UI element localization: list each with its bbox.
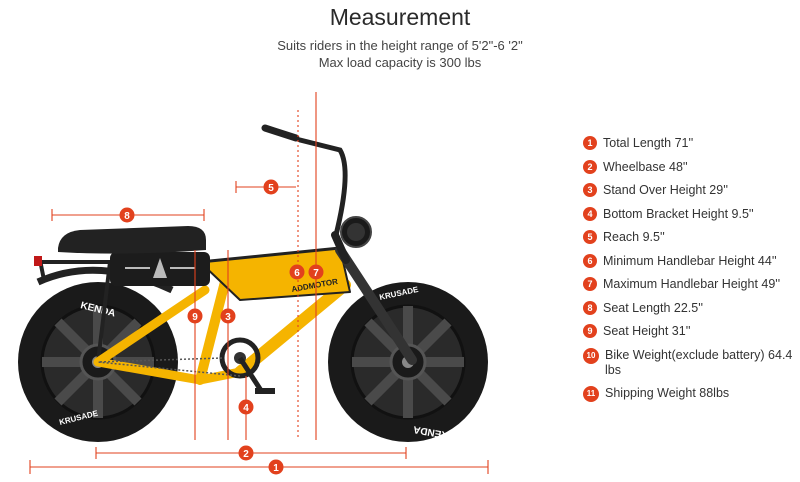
legend-item-shipping-weight: 11 Shipping Weight 88lbs: [583, 386, 793, 402]
legend-label: Stand Over Height 29'': [603, 183, 728, 197]
legend-badge: 5: [583, 230, 597, 244]
legend-item-seat-length: 8 Seat Length 22.5'': [583, 300, 793, 316]
legend-label: Minimum Handlebar Height 44'': [603, 253, 777, 268]
legend-label: Shipping Weight 88lbs: [605, 386, 730, 400]
legend-label: Seat Height 31'': [603, 324, 691, 338]
legend-item-bottom-bracket-height: 4 Bottom Bracket Height 9.5'': [583, 206, 793, 222]
subtitle-rider-height: Suits riders in the height range of 5'2"…: [277, 38, 523, 53]
legend-label: Bottom Bracket Height 9.5'': [603, 206, 754, 221]
legend-label: Reach 9.5'': [603, 230, 665, 244]
badge-2: 2: [238, 445, 254, 461]
legend-label: Wheelbase 48'': [603, 159, 688, 174]
measurement-legend: 1 Total Length 71'' 2 Wheelbase 48'' 3 Stan…: [583, 136, 793, 411]
svg-text:9: 9: [192, 312, 198, 323]
svg-text:8: 8: [124, 211, 130, 222]
measurement-badges: 1 2 3 4 5 6 7 8 9: [119, 179, 324, 475]
badge-5: 5: [263, 179, 279, 195]
legend-item-min-handlebar-height: 6 Minimum Handlebar Height 44'': [583, 253, 793, 269]
legend-label: Maximum Handlebar Height 49'': [603, 277, 781, 291]
badge-1: 1: [268, 459, 284, 475]
svg-text:7: 7: [313, 268, 319, 279]
svg-text:6: 6: [294, 268, 300, 279]
badge-4: 4: [238, 399, 254, 415]
legend-badge: 9: [583, 324, 597, 338]
badge-6: 6: [289, 264, 305, 280]
legend-badge: 2: [583, 159, 597, 174]
page-title: Measurement: [329, 4, 471, 30]
legend-item-total-length: 1 Total Length 71'': [583, 136, 793, 151]
legend-item-seat-height: 9 Seat Height 31'': [583, 324, 793, 339]
subtitle-max-load: Max load capacity is 300 lbs: [318, 55, 482, 70]
legend-item-wheelbase: 2 Wheelbase 48'': [583, 159, 793, 175]
legend-item-stand-over-height: 3 Stand Over Height 29'': [583, 183, 793, 198]
legend-item-bike-weight: 10 Bike Weight(exclude battery) 64.4 lbs: [583, 347, 793, 378]
badge-7: 7: [308, 264, 324, 280]
battery-pack: [110, 252, 210, 286]
legend-item-max-handlebar-height: 7 Maximum Handlebar Height 49'': [583, 277, 793, 292]
svg-text:5: 5: [268, 183, 274, 194]
svg-text:2: 2: [243, 449, 249, 460]
legend-badge: 6: [583, 253, 597, 268]
legend-label: Bike Weight(exclude battery) 64.4 lbs: [605, 347, 793, 377]
total-length-line: [29, 460, 489, 474]
svg-text:1: 1: [273, 463, 279, 474]
bike-seat: [58, 226, 206, 254]
fork-and-handlebar: [261, 124, 417, 365]
badge-3: 3: [220, 308, 236, 324]
badge-9: 9: [187, 308, 203, 324]
legend-badge: 8: [583, 300, 597, 315]
drivetrain: [97, 337, 275, 394]
legend-badge: 10: [583, 347, 599, 364]
badge-8: 8: [119, 207, 135, 223]
legend-badge: 3: [583, 183, 597, 197]
legend-label: Seat Length 22.5'': [603, 300, 703, 315]
legend-badge: 11: [583, 386, 599, 402]
svg-text:3: 3: [225, 312, 231, 323]
legend-badge: 4: [583, 206, 597, 221]
legend-item-reach: 5 Reach 9.5'': [583, 230, 793, 245]
legend-label: Total Length 71'': [603, 136, 694, 150]
legend-badge: 1: [583, 136, 597, 150]
legend-badge: 7: [583, 277, 597, 291]
svg-text:4: 4: [243, 403, 249, 414]
